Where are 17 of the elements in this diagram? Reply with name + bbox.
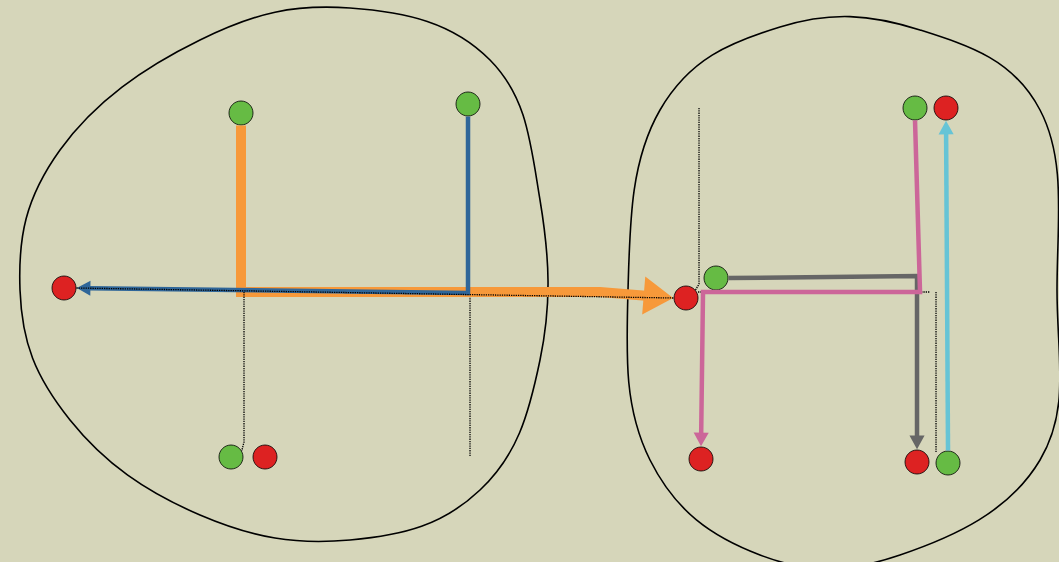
- dotted-line: [694, 107, 700, 291]
- dot: [673, 285, 699, 311]
- dot: [51, 275, 77, 301]
- dot: [218, 444, 244, 470]
- dotted-line: [241, 291, 245, 452]
- dot: [933, 95, 959, 121]
- dot: [935, 450, 961, 476]
- dot: [688, 446, 714, 472]
- region-outline: [626, 15, 1059, 562]
- dot: [902, 95, 928, 121]
- dotted-line: [75, 287, 675, 299]
- dot: [703, 265, 729, 291]
- dot: [252, 444, 278, 470]
- dot: [904, 449, 930, 475]
- dot: [455, 91, 481, 117]
- region-outline: [18, 6, 549, 543]
- dot: [228, 100, 254, 126]
